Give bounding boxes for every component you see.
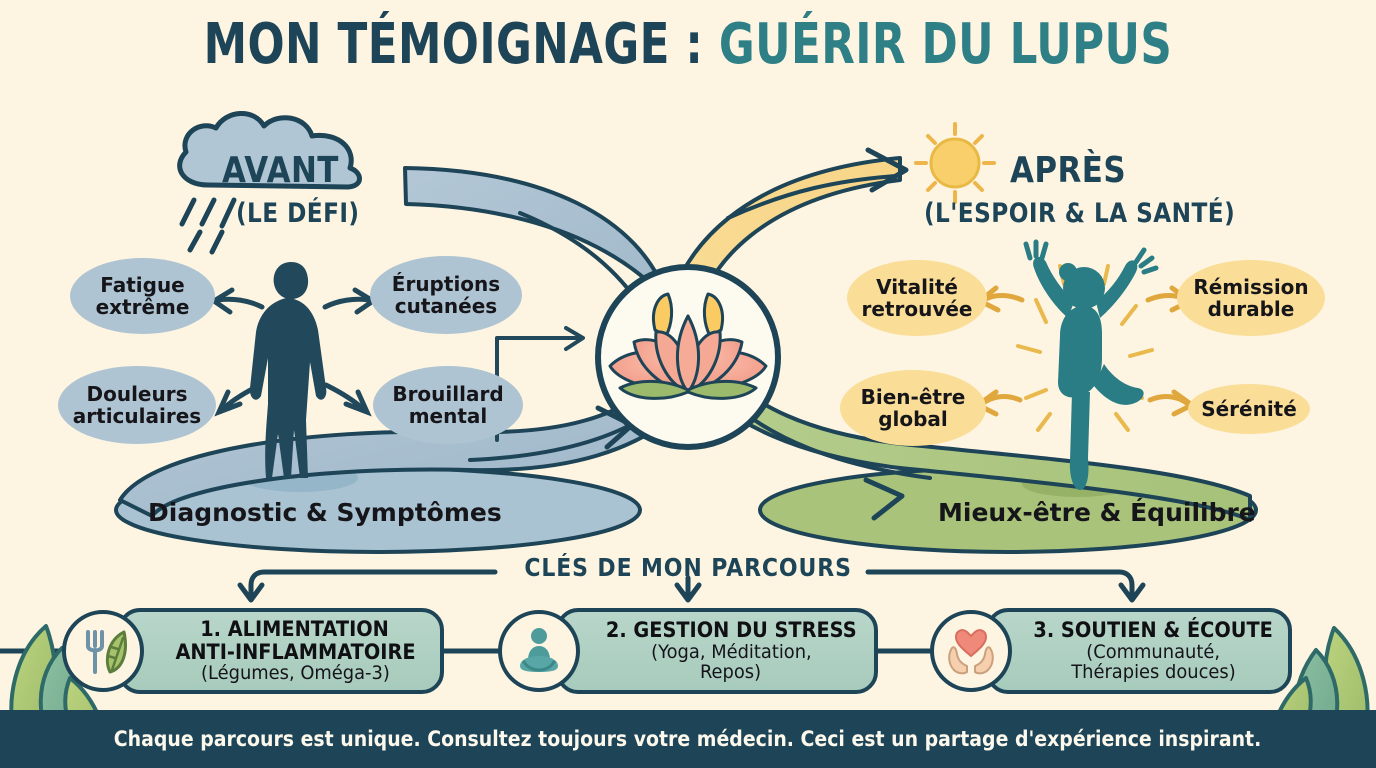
hands-holding-heart-icon [930,610,1012,692]
benefit-line-1: Sérénité [1201,396,1297,421]
symptom-line-2: cutanées [394,294,498,318]
key-card-soutien[interactable]: 3. SOUTIEN & ÉCOUTE (Communauté, Thérapi… [986,608,1292,694]
joyful-person-icon [1016,239,1159,490]
symptom-line-1: Éruptions [391,271,501,296]
benefit-line-1: Rémission [1193,274,1309,299]
rain-cloud-icon [177,111,362,255]
benefit-line-2: retrouvée [861,297,973,321]
key-subtitle-line-1: (Légumes, Oméga-3) [200,662,390,685]
symptom-line-1: Brouillard [392,381,504,406]
sun-icon [914,122,996,204]
title-part-1: MON TÉMOIGNAGE : [203,12,704,77]
symptom-line-2: articulaires [72,404,202,428]
benefit-pill-remission: Rémission durable [1177,260,1325,336]
after-subheading: (L'ESPOIR & LA SANTÉ) [924,198,1236,229]
footer-bar: Chaque parcours est unique. Consultez to… [0,710,1376,768]
keys-section-title: CLÉS DE MON PARCOURS [524,553,852,582]
benefit-line-1: Bien-être [860,384,966,409]
benefit-line-2: durable [1207,297,1295,321]
key-card-alimentation[interactable]: 1. ALIMENTATION ANTI-INFLAMMATOIRE (Légu… [118,608,444,694]
key-title-line-2: ANTI-INFLAMMATOIRE [174,639,416,664]
meditating-person-icon [498,610,580,692]
symptom-line-1: Fatigue [100,272,185,297]
before-ground-label: Diagnostic & Symptômes [148,498,502,527]
symptom-line-2: extrême [95,295,190,319]
key-subtitle-line-1: (Yoga, Méditation, [650,640,812,663]
footer-disclaimer: Chaque parcours est unique. Consultez to… [114,727,1262,751]
key-title-line-1: 3. SOUTIEN & ÉCOUTE [1033,618,1273,643]
symptom-pill-brouillard: Brouillard mental [373,366,523,444]
benefit-line-1: Vitalité [876,274,958,299]
benefit-line-2: global [878,407,948,431]
benefit-pill-vitalite: Vitalité retrouvée [847,260,987,336]
key-subtitle-line-2: Thérapies douces) [1070,661,1236,684]
symptom-line-2: mental [408,404,488,428]
key-card-stress[interactable]: 2. GESTION DU STRESS (Yoga, Méditation, … [556,608,878,694]
key-title-line-1: 2. GESTION DU STRESS [605,618,857,643]
symptom-pill-fatigue: Fatigue extrême [70,258,215,334]
benefit-pill-bienetre: Bien-être global [840,370,986,446]
after-ground-label: Mieux-être & Équilibre [938,498,1256,527]
slumped-person-icon [249,262,327,478]
symptom-line-1: Douleurs [86,381,188,406]
title-part-2: GUÉRIR DU LUPUS [718,12,1173,77]
symptom-arrows [209,287,378,417]
fork-and-leaf-icon [62,610,144,692]
after-heading: APRÈS [1010,150,1127,191]
page-title: MON TÉMOIGNAGE : GUÉRIR DU LUPUS [0,15,1376,75]
key-title-line-1: 1. ALIMENTATION [200,617,390,642]
before-subheading: (LE DÉFI) [236,198,360,229]
key-subtitle-line-1: (Communauté, [1086,640,1220,663]
symptom-pill-douleurs: Douleurs articulaires [58,366,216,444]
benefit-pill-serenite: Sérénité [1188,384,1310,434]
lotus-flower-icon [595,264,781,450]
keys-connector-bracket [237,569,1146,603]
before-heading: AVANT [222,150,339,191]
key-subtitle-line-2: Repos) [700,661,762,684]
symptom-pill-eruptions: Éruptions cutanées [370,256,522,334]
